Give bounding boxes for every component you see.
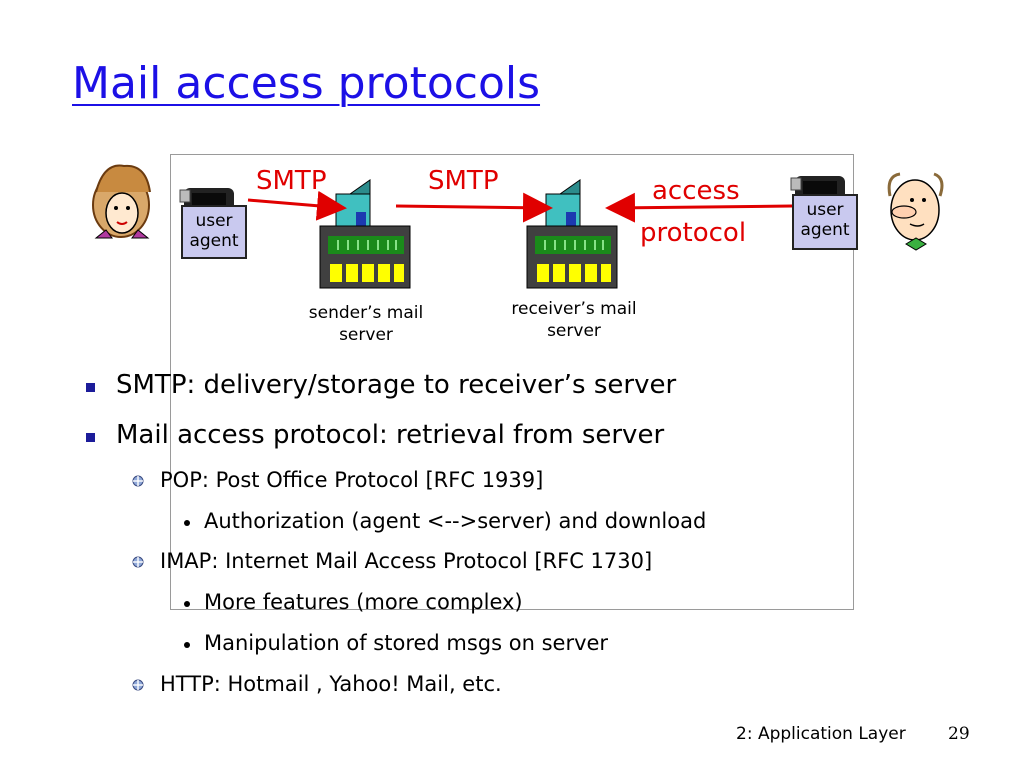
smtp-label-2: SMTP [428,166,499,196]
user-agent-right-box: user agent [792,194,858,250]
access-label-line1: access [652,176,740,206]
footer-chapter: 2: Application Layer [736,724,906,744]
sub-sub-bullet-dot-icon [184,642,190,648]
bullet-mail-access: Mail access protocol: retrieval from ser… [116,420,665,450]
user-agent-right-line2: agent [800,220,850,240]
page-number: 29 [948,724,970,744]
receiver-mail-server-icon [526,179,618,289]
bullet-http: HTTP: Hotmail , Yahoo! Mail, etc. [160,672,502,696]
user-agent-left-line1: user [195,211,233,231]
access-label-line2: protocol [640,218,747,248]
receiver-person-icon [887,172,944,251]
sender-server-label-line1: sender’s mail [308,303,424,323]
bullet-square-icon [86,433,95,442]
user-agent-left-box: user agent [181,205,247,259]
diagram-frame [170,154,854,610]
sub-bullet-icon [132,475,144,487]
receiver-server-label: receiver’s mail server [494,298,654,342]
smtp-arrow-2 [395,192,553,223]
bullet-pop-authorization: Authorization (agent <-->server) and dow… [204,509,707,533]
access-protocol-arrow [605,192,793,223]
bullet-smtp: SMTP: delivery/storage to receiver’s ser… [116,370,677,400]
receiver-server-label-line1: receiver’s mail [511,299,637,319]
sub-bullet-icon [132,556,144,568]
bullet-imap-manipulation: Manipulation of stored msgs on server [204,631,609,655]
sender-server-label-line2: server [339,325,393,345]
receiver-server-label-line2: server [547,321,601,341]
smtp-label-1: SMTP [256,166,327,196]
sub-sub-bullet-dot-icon [184,601,190,607]
sender-person-icon [92,164,151,239]
sender-server-label: sender’s mail server [296,302,436,346]
user-agent-left-line2: agent [189,231,239,251]
smtp-arrow-1 [247,190,347,221]
user-agent-right-line1: user [806,200,844,220]
sub-bullet-icon [132,679,144,691]
bullet-square-icon [86,383,95,392]
sub-sub-bullet-dot-icon [184,520,190,526]
bullet-pop: POP: Post Office Protocol [RFC 1939] [160,468,544,492]
bullet-imap-features: More features (more complex) [204,590,523,614]
sender-mail-server-icon [319,179,411,289]
page-title: Mail access protocols [72,58,541,109]
bullet-imap: IMAP: Internet Mail Access Protocol [RFC… [160,549,653,573]
